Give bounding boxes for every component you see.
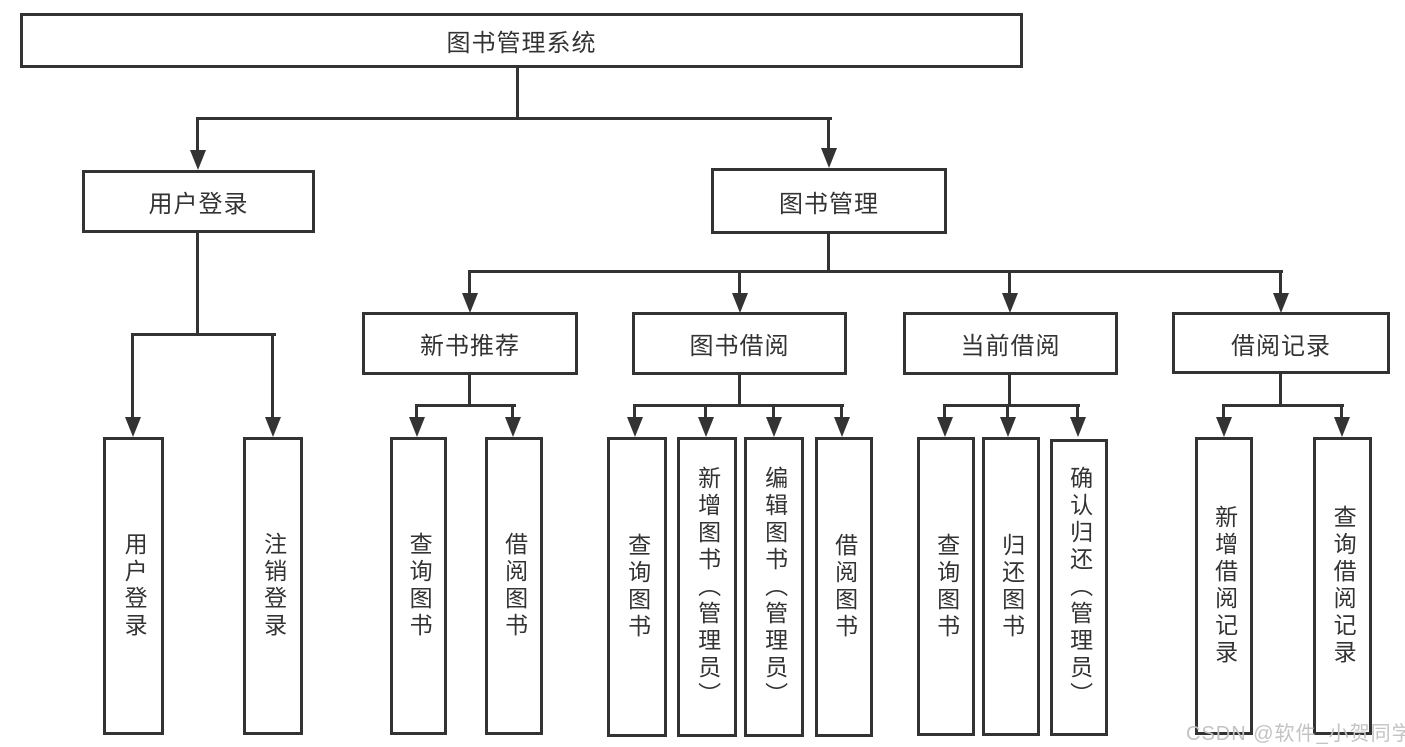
connector-bookmgmt-stem xyxy=(827,234,830,273)
arrow-down-icon xyxy=(1000,417,1016,437)
arrow-down-icon xyxy=(834,417,850,437)
leaf-label: 归还图书 xyxy=(998,532,1025,641)
arrow-down-icon xyxy=(462,293,478,313)
connector-arrow-shaft xyxy=(196,119,199,151)
leaf-br-query-record: 查询借阅记录 xyxy=(1313,437,1372,735)
node-borrow-records: 借阅记录 xyxy=(1172,312,1390,374)
connector-arrow-shaft xyxy=(131,335,134,418)
connector-root-stem xyxy=(516,68,519,120)
connector-bb-rail xyxy=(633,404,844,407)
connector-level3-rail xyxy=(468,270,1283,273)
arrow-down-icon xyxy=(937,417,953,437)
leaf-cb-confirm-return-admin: 确认归还（管理员） xyxy=(1050,439,1108,736)
leaf-label: 查询图书 xyxy=(933,532,960,641)
leaf-cb-return-books: 归还图书 xyxy=(982,437,1040,736)
connector-arrow-shaft xyxy=(1008,272,1011,294)
connector-br-stem xyxy=(1279,374,1282,407)
connector-arrow-shaft xyxy=(415,406,418,418)
leaf-label: 新增借阅记录 xyxy=(1211,505,1238,667)
connector-arrow-shaft xyxy=(827,119,830,149)
connector-arrow-shaft xyxy=(772,406,775,418)
connector-arrow-shaft xyxy=(511,406,514,418)
arrow-down-icon xyxy=(698,417,714,437)
arrow-down-icon xyxy=(1334,417,1350,437)
arrow-down-icon xyxy=(125,417,141,437)
connector-arrow-shaft xyxy=(704,406,707,418)
leaf-label: 确认归还（管理员） xyxy=(1066,466,1093,709)
connector-arrow-shaft xyxy=(271,335,274,418)
leaf-cb-query-books: 查询图书 xyxy=(917,437,975,736)
connector-cb-stem xyxy=(1008,375,1011,407)
leaf-bb-edit-books-admin: 编辑图书（管理员） xyxy=(744,437,804,737)
connector-userlogin-stem xyxy=(196,233,199,336)
connector-cb-rail xyxy=(943,404,1080,407)
arrow-down-icon xyxy=(265,417,281,437)
node-book-management: 图书管理 xyxy=(711,168,947,234)
leaf-br-add-record: 新增借阅记录 xyxy=(1195,437,1253,735)
connector-arrow-shaft xyxy=(1006,406,1009,418)
connector-arrow-shaft xyxy=(1340,406,1343,418)
arrow-down-icon xyxy=(1002,293,1018,313)
leaf-user-login: 用户登录 xyxy=(103,437,164,735)
leaf-bb-query-books: 查询图书 xyxy=(607,437,667,737)
connector-arrow-shaft xyxy=(840,406,843,418)
node-user-login: 用户登录 xyxy=(82,170,315,233)
leaf-label: 查询借阅记录 xyxy=(1330,505,1357,667)
connector-bb-stem xyxy=(738,375,741,407)
arrow-down-icon xyxy=(627,417,643,437)
arrow-down-icon xyxy=(821,148,837,168)
leaf-logout: 注销登录 xyxy=(243,437,303,735)
connector-arrow-shaft xyxy=(1279,272,1282,294)
leaf-label: 编辑图书（管理员） xyxy=(761,465,788,709)
arrow-down-icon xyxy=(409,417,425,437)
leaf-label: 查询图书 xyxy=(406,532,433,640)
connector-arrow-shaft xyxy=(738,272,741,294)
arrow-down-icon xyxy=(1070,417,1086,437)
leaf-nb-borrow-books: 借阅图书 xyxy=(485,437,543,735)
arrow-down-icon xyxy=(505,417,521,437)
leaf-label: 新增图书（管理员） xyxy=(694,465,721,709)
connector-nb-stem xyxy=(468,375,471,407)
csdn-watermark: CSDN @软件_小贺同学 xyxy=(1186,723,1405,745)
leaf-bb-add-books-admin: 新增图书（管理员） xyxy=(677,437,737,737)
connector-arrow-shaft xyxy=(468,272,471,294)
arrow-down-icon xyxy=(732,293,748,313)
node-book-borrow: 图书借阅 xyxy=(632,312,847,375)
node-new-book-recommend: 新书推荐 xyxy=(362,312,578,375)
arrow-down-icon xyxy=(190,150,206,170)
node-current-borrow: 当前借阅 xyxy=(903,312,1118,375)
node-root-library-system: 图书管理系统 xyxy=(20,13,1023,68)
leaf-bb-borrow-books: 借阅图书 xyxy=(815,437,873,737)
connector-arrow-shaft xyxy=(1222,406,1225,418)
leaf-nb-query-books: 查询图书 xyxy=(390,437,447,735)
arrow-down-icon xyxy=(1273,293,1289,313)
connector-nb-rail xyxy=(415,404,516,407)
leaf-label: 用户登录 xyxy=(121,532,148,640)
connector-br-rail xyxy=(1222,404,1344,407)
leaf-label: 注销登录 xyxy=(260,532,287,640)
connector-arrow-shaft xyxy=(633,406,636,418)
arrow-down-icon xyxy=(1216,417,1232,437)
leaf-label: 借阅图书 xyxy=(831,533,858,641)
connector-arrow-shaft xyxy=(943,406,946,418)
leaf-label: 借阅图书 xyxy=(501,532,528,640)
connector-arrow-shaft xyxy=(1076,406,1079,418)
connector-userlogin-rail xyxy=(131,333,276,336)
arrow-down-icon xyxy=(766,417,782,437)
leaf-label: 查询图书 xyxy=(624,533,651,641)
connector-level1-rail xyxy=(196,117,832,120)
